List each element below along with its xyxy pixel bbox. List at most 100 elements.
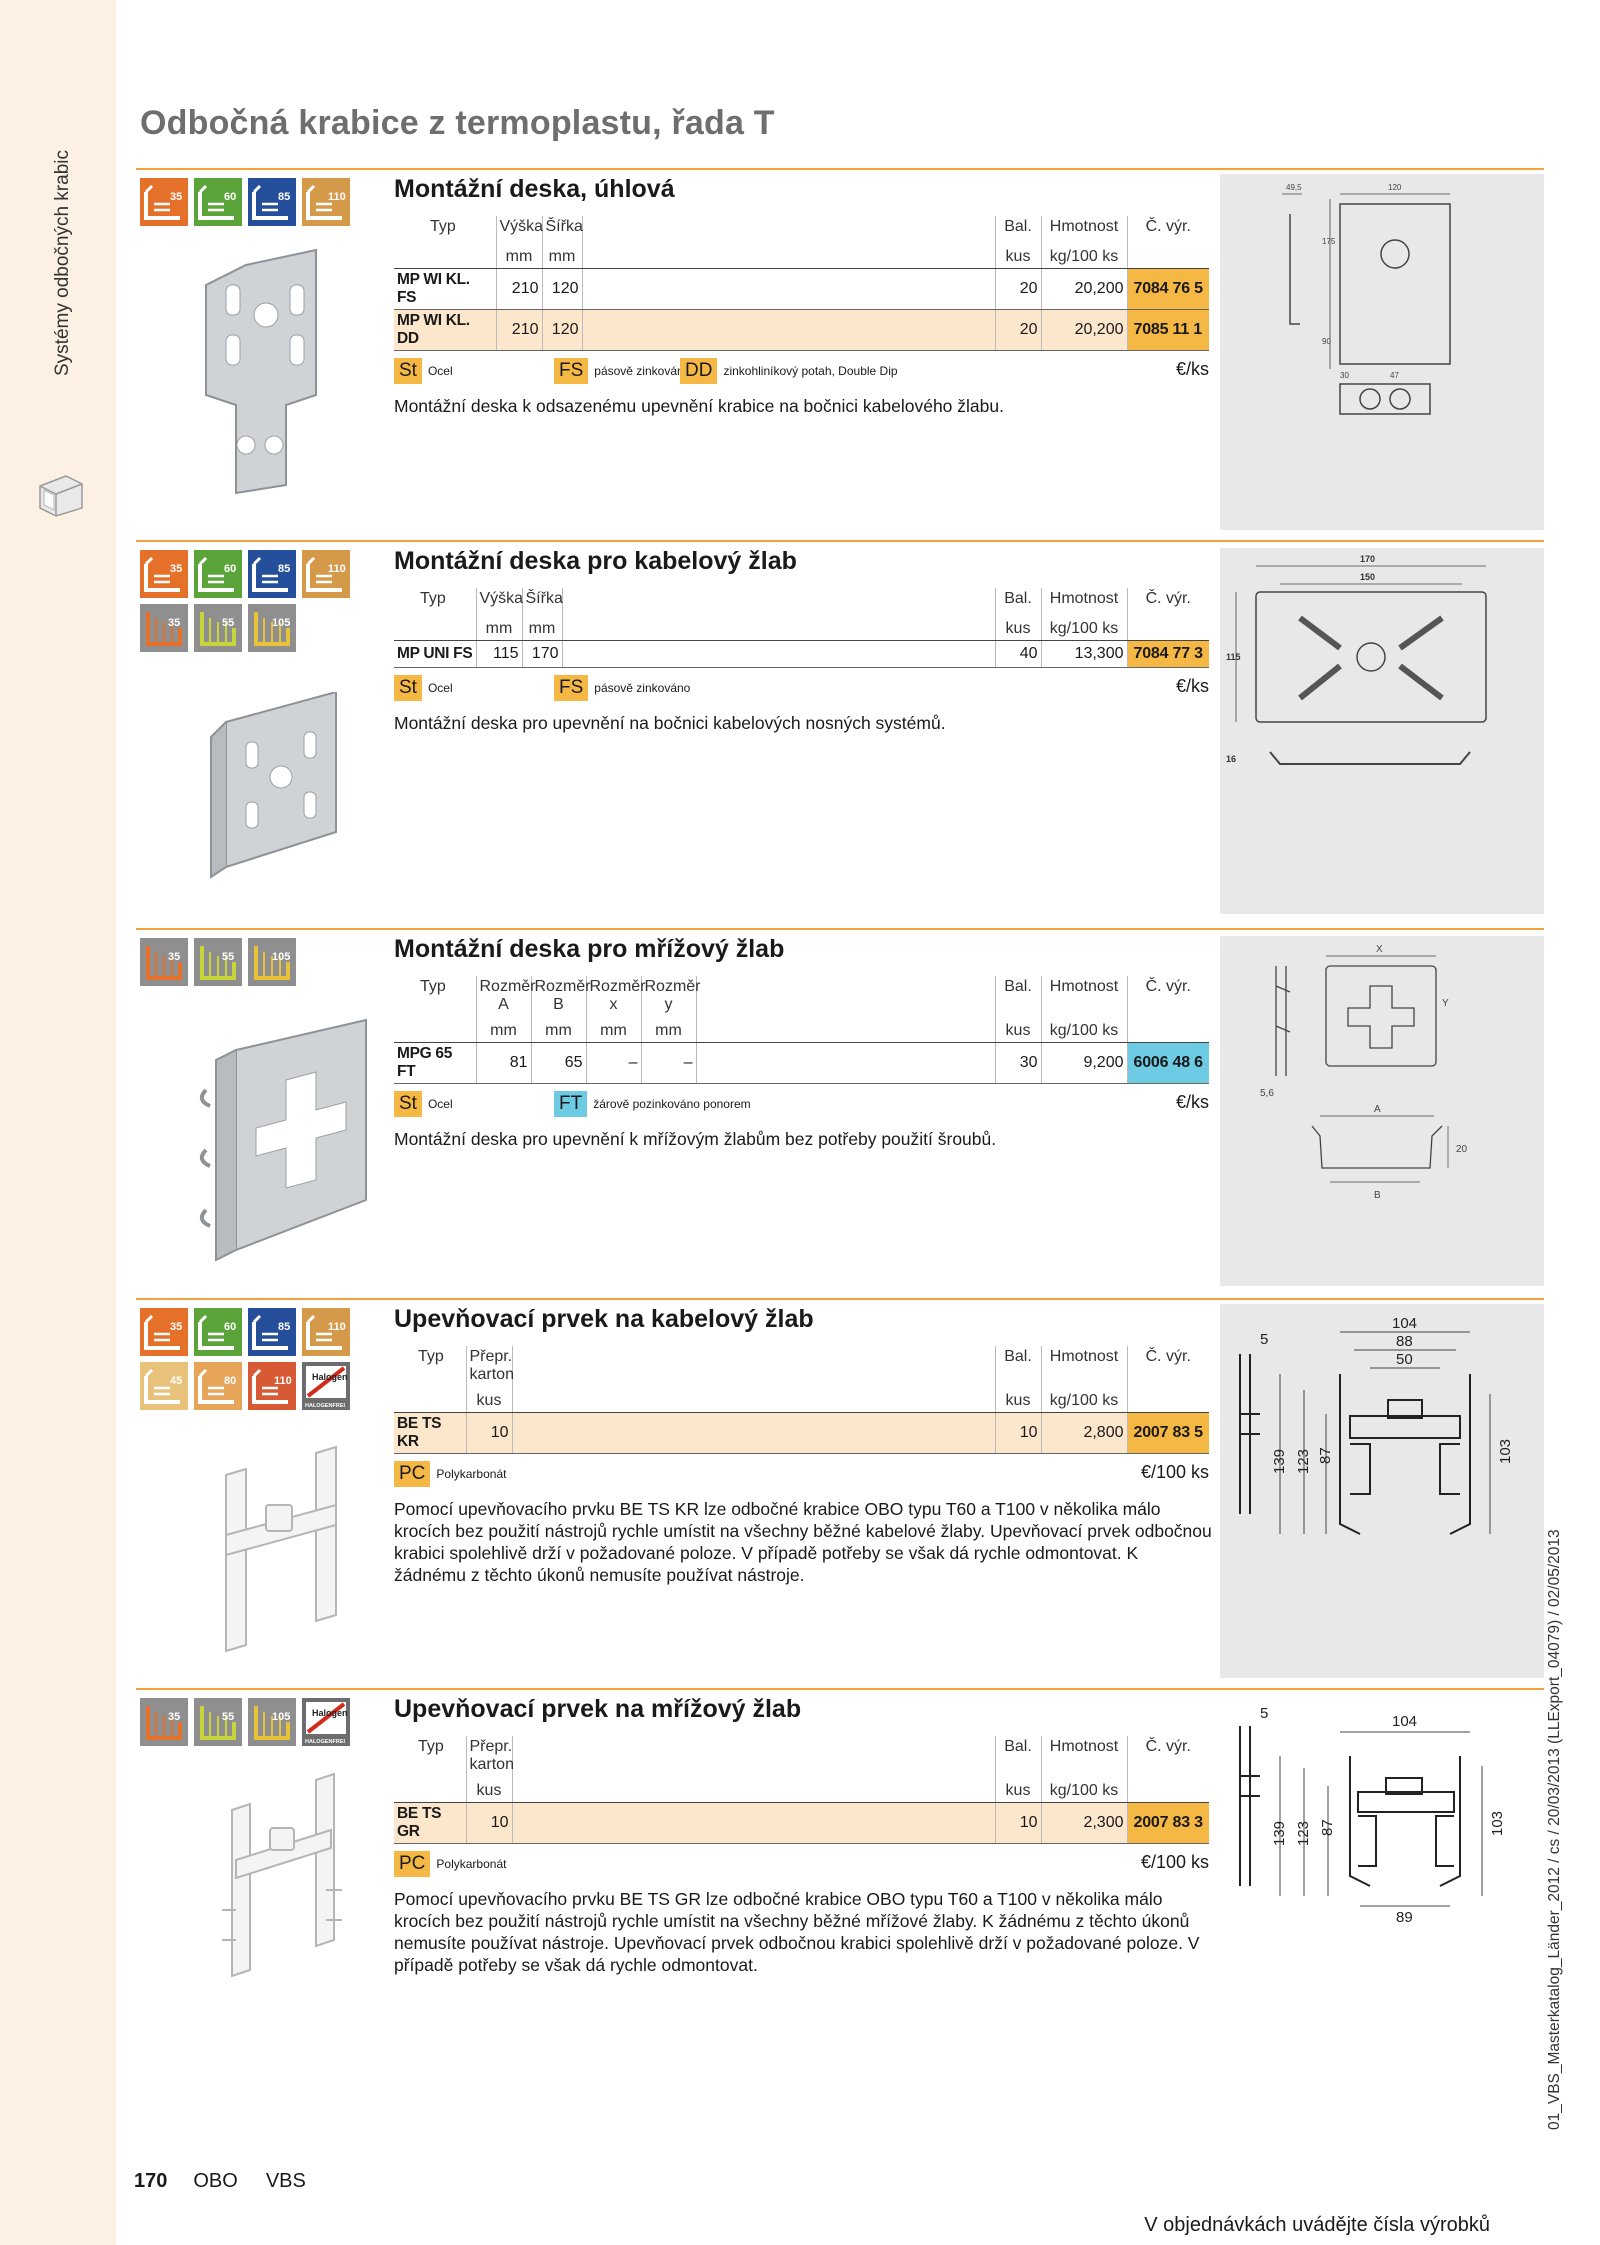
halogen-free-icon: Halogen free HALOGENFREI xyxy=(302,1362,350,1410)
technical-drawing: X Y 5,6 A B 20 xyxy=(1220,936,1544,1286)
svg-text:60: 60 xyxy=(224,563,236,575)
spec-table: Typ Přepr.karton Bal. Hmotnost Č. výr. k… xyxy=(394,1736,1209,1844)
svg-text:103: 103 xyxy=(1497,1439,1514,1464)
section-angle-plate: 35 60 85 110 Montážní deska, úhlová Typ … xyxy=(136,168,1544,538)
svg-text:85: 85 xyxy=(278,563,290,575)
mesh-fastener-photo xyxy=(222,1772,342,1978)
technical-drawing: 49,5 120 175 90 47 30 xyxy=(1220,174,1544,530)
mesh-tray-105-icon: 105 xyxy=(248,1698,296,1746)
technical-drawing: 5 104 139 123 87 103 89 xyxy=(1220,1696,1544,1956)
price-unit: €/100 ks xyxy=(1140,1852,1209,1872)
section-description: Montážní deska pro upevnění k mřížovým ž… xyxy=(394,1129,997,1149)
cable-tray-35-icon: 35 xyxy=(140,178,188,226)
cable-tray-110b-icon: 110 xyxy=(248,1362,296,1410)
svg-text:35: 35 xyxy=(170,563,182,575)
system-icons: 35 60 85 110 35 55 105 xyxy=(140,550,380,658)
cable-tray-85-icon: 85 xyxy=(248,1308,296,1356)
mesh-tray-105-icon: 105 xyxy=(248,604,296,652)
svg-text:105: 105 xyxy=(272,951,290,963)
svg-text:104: 104 xyxy=(1392,1315,1417,1332)
svg-text:123: 123 xyxy=(1295,1821,1312,1846)
svg-text:110: 110 xyxy=(328,563,346,575)
cable-tray-35-icon: 35 xyxy=(140,550,188,598)
mesh-tray-35-icon: 35 xyxy=(140,604,188,652)
tray-fastener-photo xyxy=(225,1445,337,1653)
section-description: Pomocí upevňovacího prvku BE TS KR lze o… xyxy=(394,1499,1212,1585)
svg-text:Halogen free: Halogen free xyxy=(312,1708,350,1718)
svg-text:115: 115 xyxy=(1226,652,1241,662)
table-row: BE TS KR 10 10 2,800 2007 83 5 xyxy=(394,1412,1209,1454)
section-title: Montážní deska pro kabelový žlab xyxy=(394,547,797,575)
section-content: Montážní deska pro mřížový žlab Typ Rozm… xyxy=(394,934,1349,1150)
svg-text:105: 105 xyxy=(272,1711,290,1723)
svg-text:150: 150 xyxy=(1360,572,1375,582)
svg-text:35: 35 xyxy=(168,617,180,629)
svg-text:85: 85 xyxy=(278,191,290,203)
svg-text:103: 103 xyxy=(1489,1811,1506,1836)
brand-label: OBO xyxy=(193,2170,238,2192)
system-icons: 35 60 85 110 xyxy=(140,178,380,232)
item-number: 2007 83 3 xyxy=(1127,1802,1209,1844)
page-number: 170 xyxy=(134,2170,168,2192)
price-unit: €/ks xyxy=(1175,1092,1209,1112)
table-row: MP UNI FS 115 170 40 13,300 7084 77 3 xyxy=(394,640,1209,668)
svg-text:105: 105 xyxy=(272,617,290,629)
item-number: 6006 48 6 xyxy=(1127,1042,1209,1084)
svg-text:170: 170 xyxy=(1360,554,1375,564)
svg-text:5: 5 xyxy=(1260,1331,1268,1348)
svg-text:88: 88 xyxy=(1396,1333,1413,1350)
mesh-tray-35-icon: 35 xyxy=(140,938,188,986)
section-description: Pomocí upevňovacího prvku BE TS GR lze o… xyxy=(394,1889,1200,1975)
svg-text:120: 120 xyxy=(1388,183,1402,192)
system-icons: 35 60 85 110 45 80 110 Halogen free HALO… xyxy=(140,1308,380,1416)
svg-text:87: 87 xyxy=(1317,1447,1334,1464)
svg-text:30: 30 xyxy=(1340,371,1349,380)
svg-text:35: 35 xyxy=(170,1321,182,1333)
cable-tray-80-icon: 80 xyxy=(194,1362,242,1410)
svg-text:123: 123 xyxy=(1295,1449,1312,1474)
cable-tray-110-icon: 110 xyxy=(302,178,350,226)
section-title: Montážní deska, úhlová xyxy=(394,175,675,203)
cable-tray-110-icon: 110 xyxy=(302,1308,350,1356)
svg-text:55: 55 xyxy=(222,617,234,629)
cable-tray-45-icon: 45 xyxy=(140,1362,188,1410)
item-number: 7085 11 1 xyxy=(1127,309,1209,351)
page-title: Odbočná krabice z termoplastu, řada T xyxy=(140,104,775,142)
item-number: 2007 83 5 xyxy=(1127,1412,1209,1454)
section-content: Montážní deska, úhlová Typ Výška Šířka B… xyxy=(394,174,1349,417)
section-title: Montážní deska pro mřížový žlab xyxy=(394,935,785,963)
cable-tray-110-icon: 110 xyxy=(302,550,350,598)
svg-text:80: 80 xyxy=(224,1375,236,1387)
svg-text:90: 90 xyxy=(1322,337,1331,346)
mesh-tray-55-icon: 55 xyxy=(194,1698,242,1746)
order-note: V objednávkách uvádějte čísla výrobků xyxy=(1144,2214,1490,2236)
item-number: 7084 76 5 xyxy=(1127,268,1209,310)
item-number: 7084 77 3 xyxy=(1127,640,1209,668)
svg-text:55: 55 xyxy=(222,1711,234,1723)
section-content: Upevňovací prvek na mřížový žlab Typ Pře… xyxy=(394,1694,1349,1976)
catalog-label: VBS xyxy=(265,2170,306,2192)
section-title: Upevňovací prvek na mřížový žlab xyxy=(394,1695,802,1723)
angle-plate-photo xyxy=(205,248,317,495)
svg-text:47: 47 xyxy=(1390,371,1399,380)
mesh-tray-105-icon: 105 xyxy=(248,938,296,986)
table-row: MP WI KL. DD 210 120 20 20,200 7085 11 1 xyxy=(394,309,1209,351)
svg-text:85: 85 xyxy=(278,1321,290,1333)
svg-text:60: 60 xyxy=(224,191,236,203)
export-note: 01_VBS_Masterkatalog_Länder_2012 / cs / … xyxy=(1546,1529,1563,2130)
section-mesh-plate: 35 55 105 Montážní deska pro mřížový žla… xyxy=(136,928,1544,1292)
svg-text:175: 175 xyxy=(1322,237,1336,246)
cable-tray-60-icon: 60 xyxy=(194,178,242,226)
sidebar-category-label: Systémy odbočných krabic xyxy=(52,150,73,376)
